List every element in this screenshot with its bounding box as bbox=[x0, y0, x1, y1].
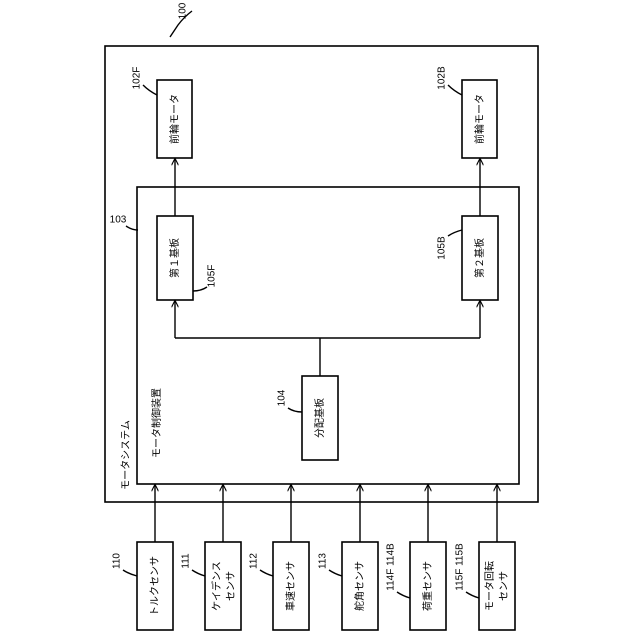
speed-sensor-label: 車速センサ bbox=[284, 561, 297, 611]
system-label: モータシステム bbox=[120, 420, 132, 490]
ref-105F: 105F bbox=[207, 265, 218, 288]
ref-104: 104 bbox=[277, 389, 288, 406]
board-1-label: 第１基板 bbox=[168, 238, 181, 278]
ref-115: 115F 115B bbox=[455, 543, 466, 591]
cadence-sensor-label-2: センサ bbox=[225, 571, 237, 601]
load-sensor-label: 荷重センサ bbox=[421, 561, 434, 611]
rotation-sensor-label-1: モータ回転 bbox=[484, 561, 496, 611]
board-2-label: 第２基板 bbox=[473, 238, 486, 278]
ref-103: 103 bbox=[110, 215, 127, 226]
ref-105B: 105B bbox=[437, 236, 448, 260]
leader-114 bbox=[397, 592, 410, 598]
front-motor-label: 前輪モータ bbox=[168, 94, 181, 144]
ref-110: 110 bbox=[112, 553, 123, 569]
ref-102F: 102F bbox=[132, 67, 143, 90]
leader-113 bbox=[329, 570, 342, 576]
ref-113: 113 bbox=[318, 553, 329, 569]
ref-102B: 102B bbox=[437, 66, 448, 90]
control-device-label: モータ制御装置 bbox=[150, 388, 163, 458]
leader-112 bbox=[260, 570, 273, 576]
rear-motor-label: 前輪モータ bbox=[473, 94, 486, 144]
steering-sensor-label: 舵角センサ bbox=[353, 561, 366, 611]
ref-114: 114F 114B bbox=[386, 543, 397, 591]
distribution-board-label: 分配基板 bbox=[313, 398, 326, 438]
cadence-sensor-label-1: ケイデンス bbox=[210, 561, 223, 611]
torque-sensor-label: トルクセンサ bbox=[149, 556, 161, 616]
ref-112: 112 bbox=[249, 553, 260, 569]
leader-111 bbox=[192, 570, 205, 576]
leader-110 bbox=[123, 570, 137, 576]
rotation-sensor-label-2: センサ bbox=[498, 571, 510, 601]
ref-100: 100 bbox=[178, 2, 189, 19]
leader-115 bbox=[466, 592, 479, 598]
ref-111: 111 bbox=[181, 553, 192, 569]
